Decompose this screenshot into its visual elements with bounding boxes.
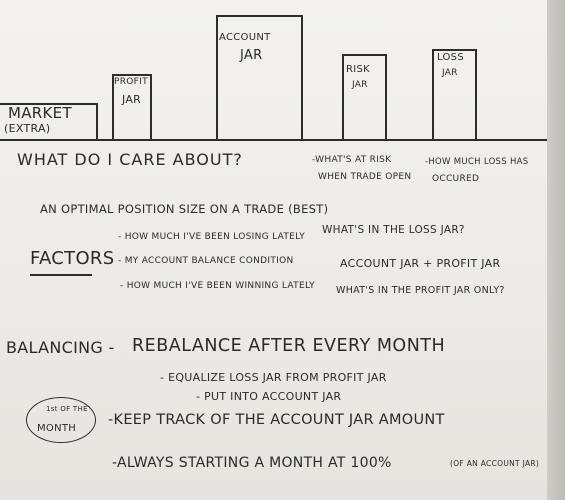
board-edge <box>547 0 565 500</box>
factors-label: FACTORS <box>30 248 115 269</box>
profit-jar <box>112 74 152 140</box>
rebalance-rule: REBALANCE AFTER EVERY MONTH <box>132 336 446 356</box>
risk-note-line1: -WHAT'S AT RISK <box>312 155 392 165</box>
factor-losing-result: WHAT'S IN THE LOSS JAR? <box>322 224 465 236</box>
loss-jar-sublabel: JAR <box>442 68 458 78</box>
risk-note-line2: WHEN TRADE OPEN <box>318 172 412 182</box>
always-note: (OF AN ACCOUNT JAR) <box>450 459 540 468</box>
market-jar-sublabel: (EXTRA) <box>4 122 51 135</box>
risk-jar <box>342 54 387 140</box>
market-jar <box>0 103 98 140</box>
factor-balance: - MY ACCOUNT BALANCE CONDITION <box>118 256 294 266</box>
balancing-label: BALANCING - <box>6 338 115 357</box>
risk-jar-sublabel: JAR <box>352 80 368 90</box>
month-badge <box>26 397 96 443</box>
care-question: WHAT DO I CARE ABOUT? <box>17 150 243 169</box>
market-jar-label: MARKET <box>8 104 72 122</box>
risk-jar-label: RISK <box>346 64 371 75</box>
month-badge-line1: 1st OF THE <box>46 405 88 413</box>
account-jar-sublabel: JAR <box>240 48 263 63</box>
loss-jar <box>432 49 477 140</box>
profit-jar-label: PROFIT <box>114 77 148 87</box>
loss-note-line2: OCCURED <box>432 174 480 184</box>
factor-winning-result: WHAT'S IN THE PROFIT JAR ONLY? <box>336 285 505 296</box>
factor-balance-result: ACCOUNT JAR + PROFIT JAR <box>340 257 501 270</box>
optimal-position-line: AN OPTIMAL POSITION SIZE ON A TRADE (BES… <box>40 202 329 216</box>
put-into-step: - PUT INTO ACCOUNT JAR <box>196 390 342 403</box>
factor-winning: - HOW MUCH I'VE BEEN WINNING LATELY <box>120 281 315 291</box>
account-jar <box>216 15 303 140</box>
loss-jar-label: LOSS <box>437 52 464 63</box>
loss-note-line1: -HOW MUCH LOSS HAS <box>425 157 529 167</box>
keep-track-rule: -KEEP TRACK OF THE ACCOUNT JAR AMOUNT <box>108 412 445 428</box>
factors-underline <box>30 274 92 276</box>
profit-jar-sublabel: JAR <box>122 93 142 106</box>
jar-baseline <box>0 139 548 141</box>
account-jar-label: ACCOUNT <box>219 32 271 43</box>
month-badge-line2: MONTH <box>37 423 77 434</box>
factor-losing: - HOW MUCH I'VE BEEN LOSING LATELY <box>118 232 306 242</box>
always-rule: -ALWAYS STARTING A MONTH AT 100% <box>112 455 392 471</box>
equalize-step: - EQUALIZE LOSS JAR FROM PROFIT JAR <box>160 371 387 384</box>
